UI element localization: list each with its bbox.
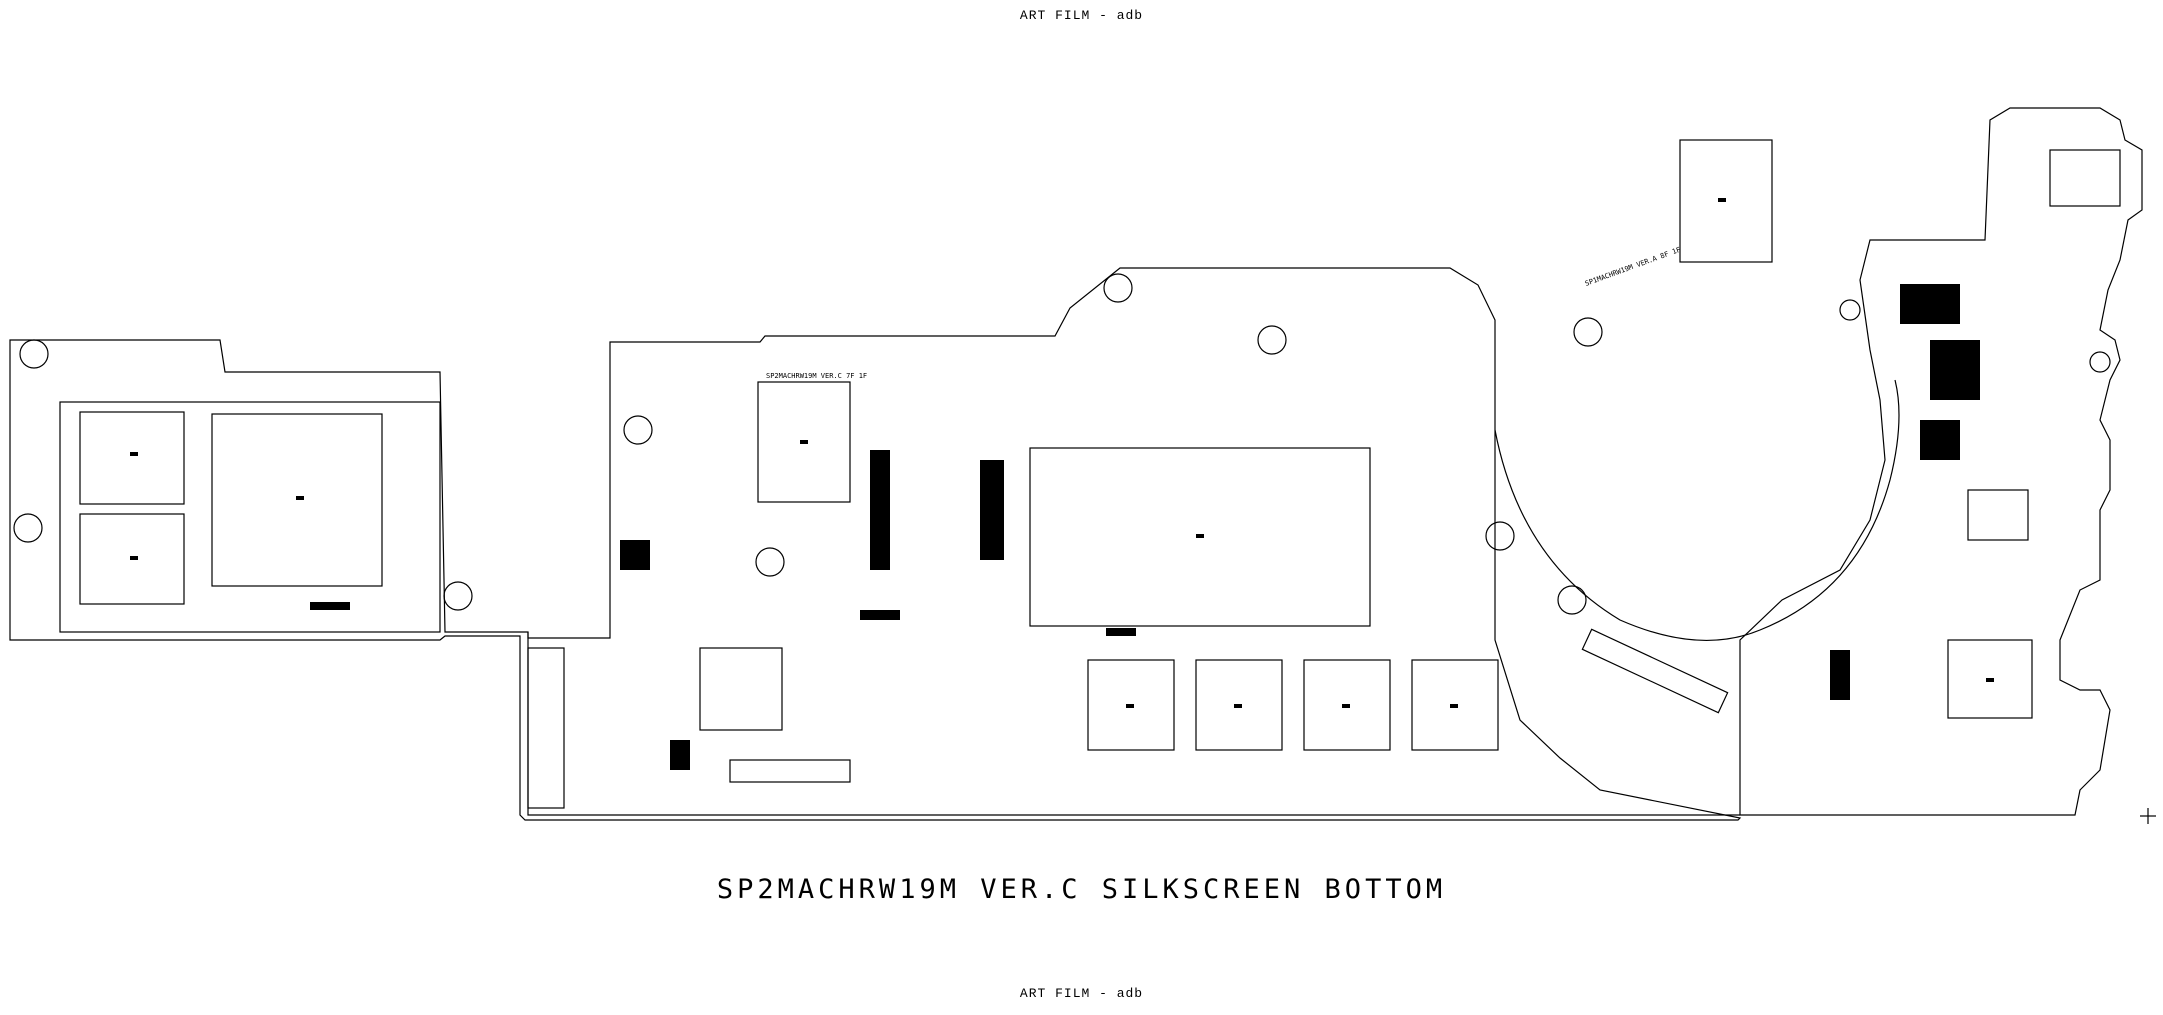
chip-soc (1029, 447, 1371, 627)
mount-hole-2 (13, 513, 43, 543)
connector-right-top (2049, 149, 2121, 207)
connector-diagonal (1581, 628, 1729, 714)
mount-hole-4 (443, 581, 473, 611)
connector-left-vertical (527, 647, 565, 809)
chip-mem-3 (1303, 659, 1391, 751)
chip-right-1 (1947, 639, 2033, 719)
mount-hole-1 (19, 339, 49, 369)
mount-hole-11 (2089, 351, 2111, 373)
chip-right-2 (1967, 489, 2029, 541)
chip-cpu (211, 413, 383, 587)
component-pads (130, 198, 1994, 770)
chip-mem-2 (1195, 659, 1283, 751)
mount-hole-12 (1839, 299, 1861, 321)
board-silk-main: SP2MACHRW19M VER.C 7F 1F (766, 372, 867, 380)
connector-bottom (729, 759, 851, 783)
header-label: ART FILM - adb (1019, 8, 1144, 23)
right-board-outline (1739, 107, 2143, 816)
mount-hole-3 (623, 415, 653, 445)
main-board-outline (9, 267, 1742, 821)
mount-hole-5 (755, 547, 785, 577)
chip-mem-4 (1411, 659, 1499, 751)
chip-top-right (1679, 139, 1773, 263)
chip-mid-1 (757, 381, 851, 503)
mount-hole-8 (1485, 521, 1515, 551)
chip-left-1 (79, 411, 185, 505)
central-arc (1494, 379, 1900, 641)
mount-hole-6 (1103, 273, 1133, 303)
footer-label: ART FILM - adb (1019, 986, 1144, 1001)
chip-mid-2 (699, 647, 783, 731)
chip-left-2 (79, 513, 185, 605)
mount-hole-7 (1257, 325, 1287, 355)
registration-mark (2140, 808, 2156, 824)
drawing-title: SP2MACHRW19M VER.C SILKSCREEN BOTTOM (716, 874, 1447, 905)
mount-hole-10 (1573, 317, 1603, 347)
chip-mem-1 (1087, 659, 1175, 751)
mount-hole-9 (1557, 585, 1587, 615)
left-module-outline (59, 401, 441, 633)
board-silk-right: SP1MACHRW19M VER.A 8F 1F (1584, 246, 1682, 288)
